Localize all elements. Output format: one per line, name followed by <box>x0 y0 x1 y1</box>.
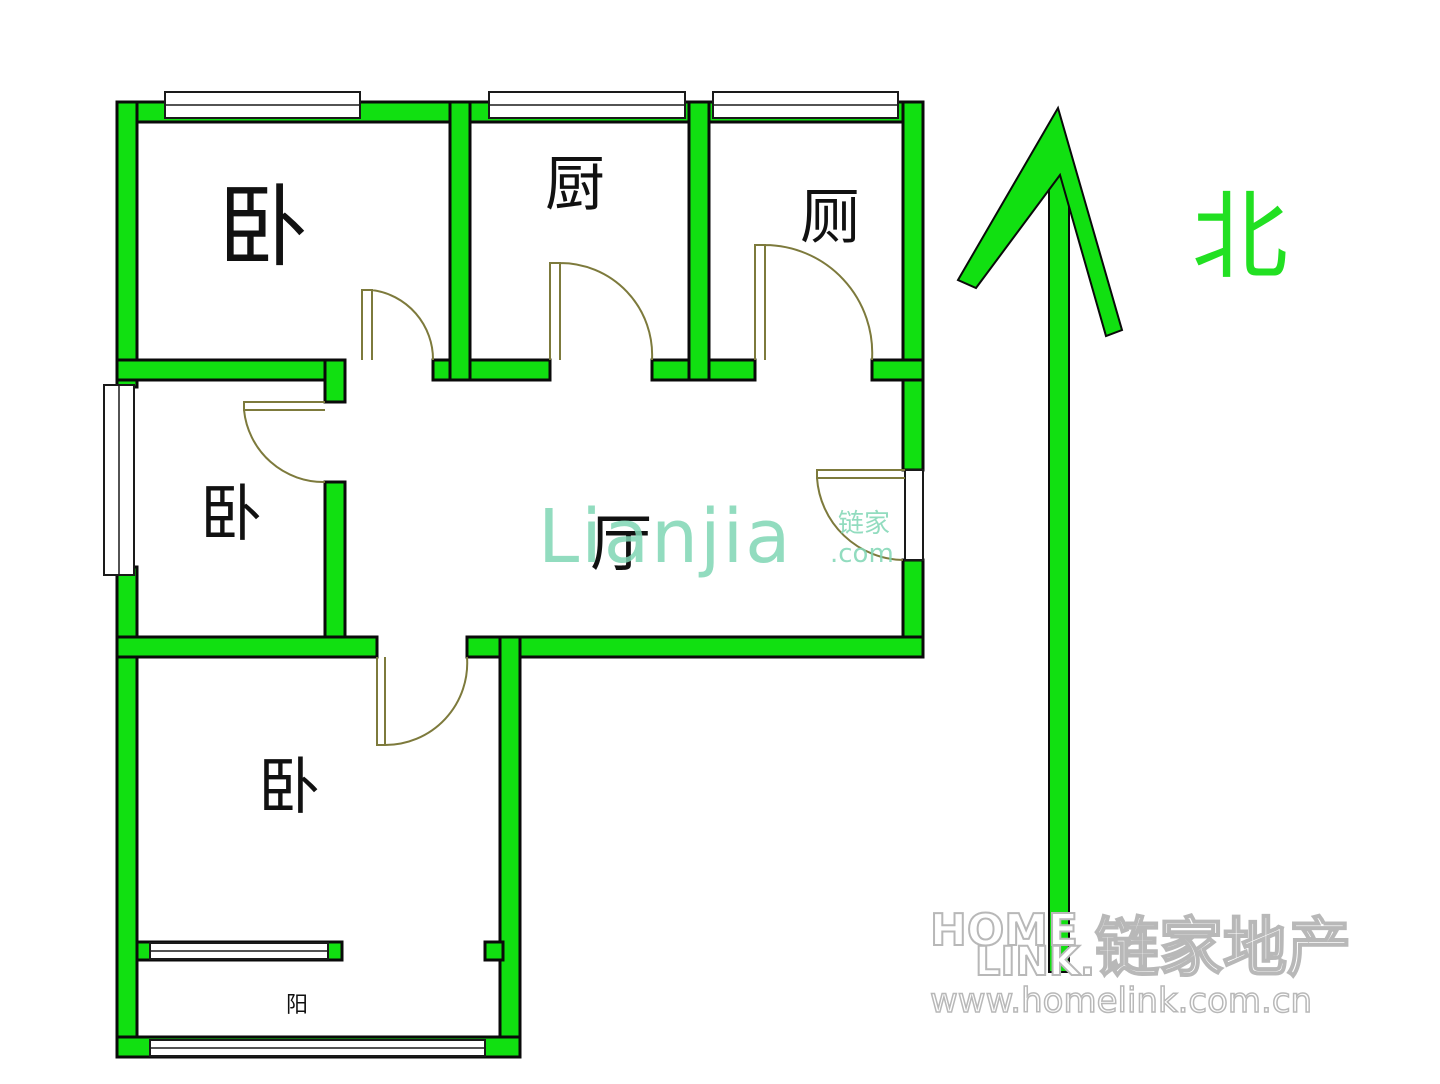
door-west-bedroom <box>243 401 326 484</box>
door-bathroom <box>754 244 874 361</box>
label-balcony: 阳 <box>286 993 308 1018</box>
label-bedroom-s: 卧 <box>258 750 320 823</box>
doors <box>243 244 905 747</box>
wall-v-kitchen-left <box>448 100 472 382</box>
watermark-corner: HOME LINK. 链家地产 www.homelink.com.cn <box>929 904 1352 1022</box>
door-nw-bedroom <box>361 289 435 361</box>
wall-right-upper <box>901 100 925 472</box>
north-arrow-shaft <box>1048 154 1070 973</box>
windows <box>103 91 924 1057</box>
wall-row1-d <box>870 358 925 382</box>
watermark-home: HOME <box>930 905 1078 956</box>
door-south-bedroom <box>376 656 469 747</box>
label-bedroom-nw: 卧 <box>218 175 308 280</box>
wall-bw-right-upper <box>323 358 347 404</box>
label-living: 厅 <box>590 507 652 580</box>
north-arrow-head <box>956 105 1124 338</box>
wall-left-top <box>115 100 139 389</box>
watermark-domain: .com <box>830 539 894 569</box>
watermark-url: www.homelink.com.cn <box>930 981 1312 1021</box>
watermark-cn: 链家地产 <box>1095 912 1351 986</box>
label-bedroom-w: 卧 <box>200 477 262 550</box>
watermark-center: Lianjia 链家 .com <box>538 494 894 580</box>
watermark-brand-cn: 链家 <box>838 509 890 539</box>
window-entry <box>904 469 924 561</box>
north-arrow: 北 <box>956 105 1288 973</box>
watermark-brand: Lianjia <box>538 494 793 580</box>
wall-bw-right-lower <box>323 480 347 659</box>
wall-row1-a <box>115 358 344 382</box>
door-entry <box>816 469 905 561</box>
watermark-link: LINK. <box>975 939 1095 985</box>
label-kitchen: 厨 <box>545 150 605 220</box>
room-labels: 卧 厨 厕 卧 厅 卧 阳 <box>200 150 860 1018</box>
wall-row2-a <box>115 635 379 659</box>
label-bathroom: 厕 <box>800 183 860 253</box>
compass-label: 北 <box>1192 181 1288 293</box>
wall-south-right <box>498 635 522 1059</box>
wall-v-kitchen-right <box>687 100 711 382</box>
wall-living-bottom <box>465 635 925 659</box>
wall-balcony-right-stub <box>483 940 505 962</box>
door-kitchen <box>549 261 654 361</box>
